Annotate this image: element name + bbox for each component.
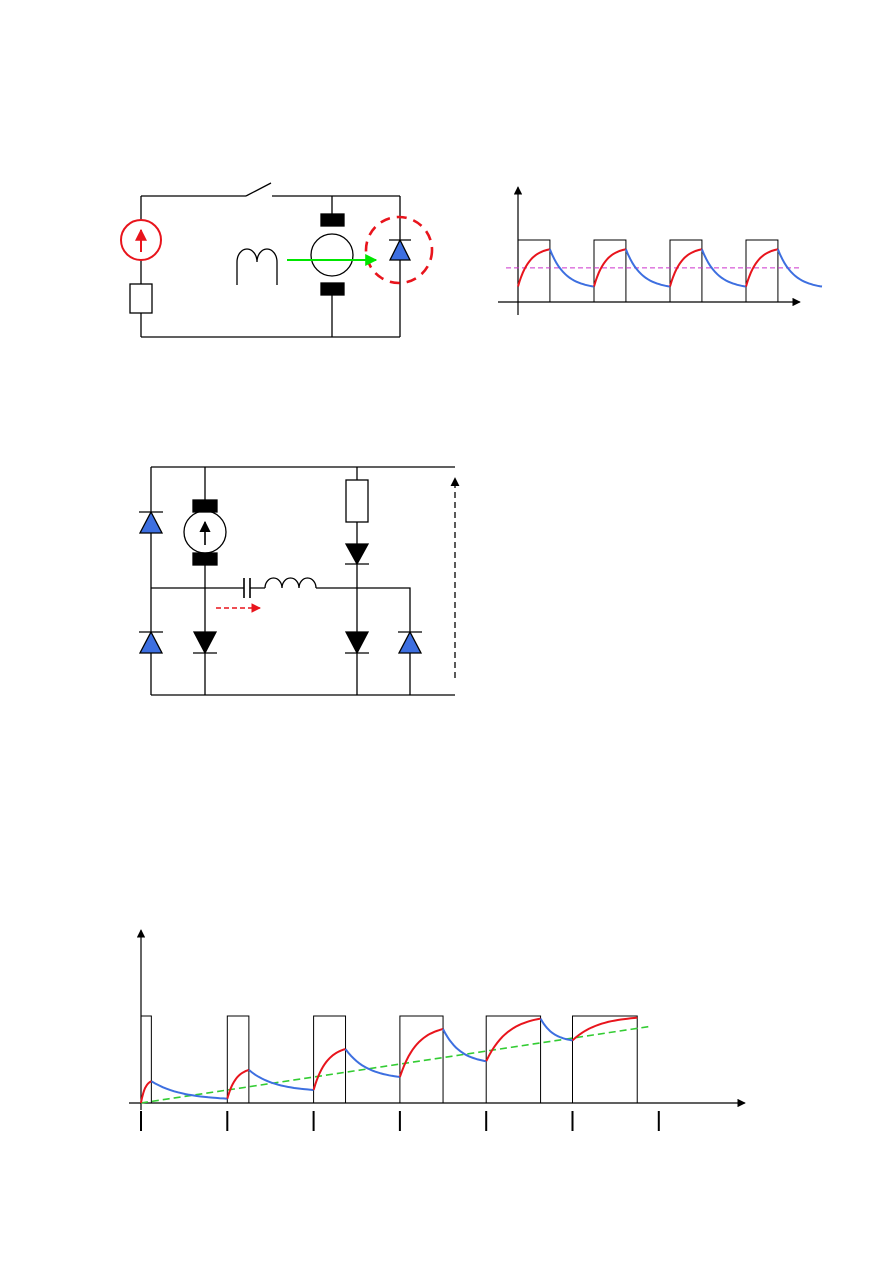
chart-1-pulse [669, 239, 703, 303]
field-winding-icon [236, 248, 278, 285]
freewheel-diode-icon [388, 238, 412, 261]
chart-1-decay [700, 248, 747, 288]
capacitor-icon [243, 578, 251, 598]
circuit-a [120, 182, 434, 338]
chart-1-decay [624, 248, 671, 288]
chart-2-pulse [572, 1015, 638, 1104]
chart-2-current [140, 1016, 638, 1104]
chart-2-rise [312, 1048, 346, 1091]
chart-2-decay [248, 1069, 314, 1091]
chart-1-decay [776, 248, 823, 288]
chart-2-decay [442, 1028, 487, 1063]
chart-1-current [517, 248, 823, 288]
chart-1 [498, 186, 823, 315]
dc-motor-icon [310, 213, 354, 296]
chart-2-rise [140, 1080, 152, 1104]
chart-2-rise [226, 1068, 250, 1099]
wire-middle-node [151, 587, 411, 695]
resistor-icon [345, 479, 369, 523]
chart-2-period-ticks [140, 1111, 660, 1131]
chart-1-rise [745, 248, 779, 287]
chart-1-rise [517, 248, 551, 287]
switch-blade [245, 182, 272, 197]
circuit-b [138, 466, 460, 696]
chart-2 [129, 929, 746, 1131]
diode-left-top-icon [138, 510, 164, 534]
chart-1-pulse [593, 239, 627, 303]
chart-2-ramp-line [140, 1025, 651, 1104]
inductor-icon [264, 577, 317, 589]
current-source-icon [120, 219, 162, 261]
chart-2-rise [398, 1028, 444, 1078]
chart-2-decay [539, 1018, 573, 1042]
chart-1-rise [593, 248, 627, 287]
chart-1-pulse [745, 239, 779, 303]
chart-2-pulse [313, 1015, 347, 1104]
dc-motor-icon [183, 499, 227, 566]
chart-1-pulses [517, 239, 779, 303]
resistor-icon [129, 283, 153, 314]
chart-1-rise [669, 248, 703, 287]
chart-2-decay [150, 1080, 228, 1100]
chart-2-rise [571, 1016, 638, 1042]
diode-motor-bottom-icon [192, 631, 218, 655]
diode-right-top-icon [344, 543, 370, 566]
chart-2-rise [485, 1017, 541, 1062]
chart-2-pulse [226, 1015, 250, 1104]
diode-left-bottom-icon [138, 630, 164, 654]
chart-1-decay [548, 248, 595, 288]
chart-2-pulses [140, 1015, 638, 1104]
chart-2-pulse [399, 1015, 444, 1104]
chart-2-pulse [140, 1015, 152, 1104]
chart-1-pulse [517, 239, 551, 303]
diode-right-bottom-icon [344, 631, 370, 655]
diode-far-right-icon [397, 630, 423, 654]
chart-2-decay [344, 1048, 401, 1078]
highlight-circle [364, 215, 434, 285]
